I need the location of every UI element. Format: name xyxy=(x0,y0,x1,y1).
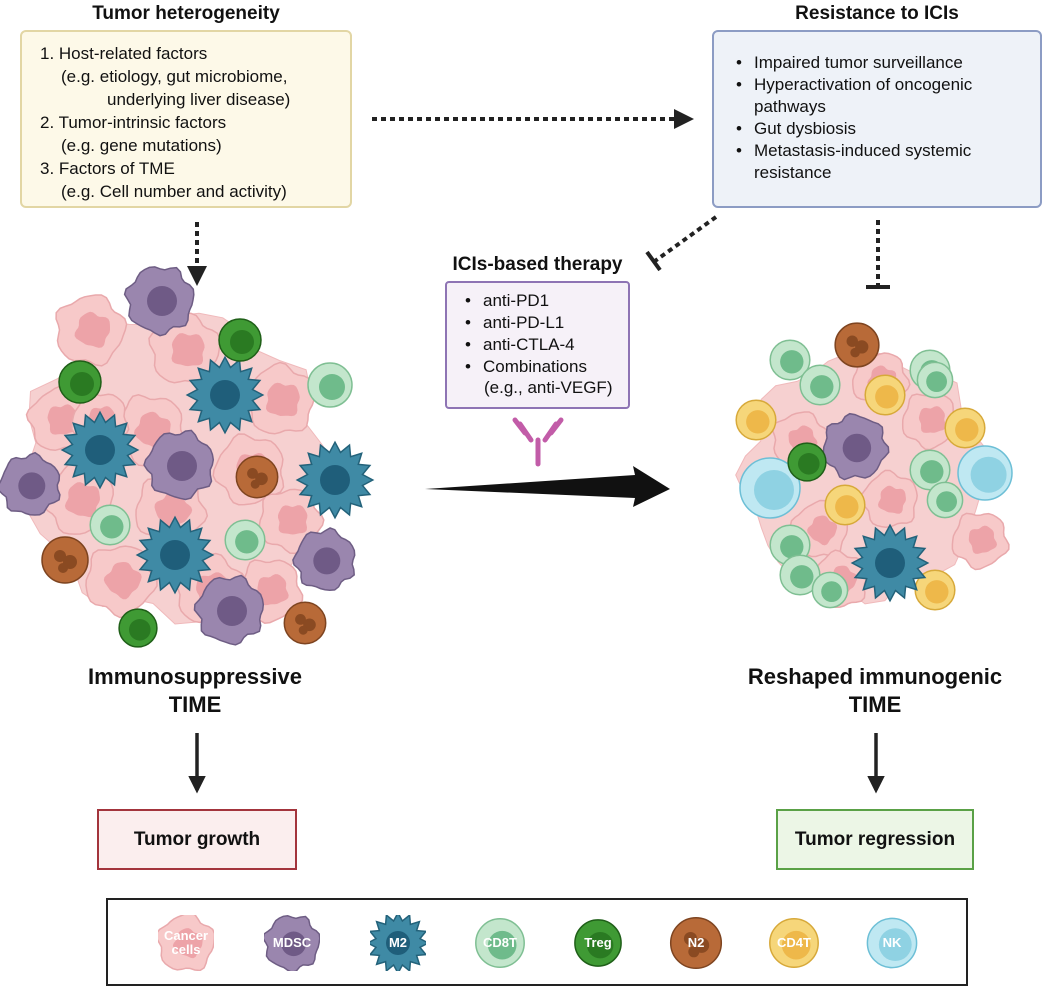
cd8-cell xyxy=(799,364,841,406)
treg-cell xyxy=(787,442,827,482)
nk-cell xyxy=(866,917,918,969)
resistance-heading: Resistance to ICIs xyxy=(795,3,959,24)
mdsc-cell xyxy=(123,266,195,337)
factor-line: (e.g. Cell number and activity) xyxy=(61,182,287,201)
mdsc-cell xyxy=(143,429,215,501)
factor-line: (e.g. etiology, gut microbiome, xyxy=(61,67,288,86)
immunogenic-time-label: Reshaped immunogenic TIME xyxy=(747,664,1003,717)
n2-cell xyxy=(41,536,89,584)
resistance-box: Impaired tumor surveillance Hyperactivat… xyxy=(712,30,1042,208)
mechanism-item: Gut dysbiosis xyxy=(732,118,1032,140)
cancer-cell xyxy=(155,912,216,972)
m2-cell xyxy=(135,515,215,595)
legend-nk: NK xyxy=(864,915,920,971)
legend-m2: M2 xyxy=(366,911,430,975)
mechanism-item: Hyperactivation of oncogenic pathways xyxy=(732,74,1032,118)
n2-neutrophil-icon xyxy=(669,916,723,970)
tumor-growth-box: Tumor growth xyxy=(97,809,297,870)
therapy-note: (e.g., anti-VEGF) xyxy=(484,378,613,397)
legend-treg: Treg xyxy=(570,915,626,971)
mdsc-cell xyxy=(0,451,61,516)
n2-cell xyxy=(834,322,880,368)
treg-cell xyxy=(118,608,158,648)
n2-cell xyxy=(235,455,279,499)
cancer-cell-icon xyxy=(155,912,216,972)
cell-type-legend: Cancer cells MDSC M2 CD8T Treg N2 CD4T N… xyxy=(106,898,968,986)
n2-cell xyxy=(669,916,723,970)
therapy-item: anti-PD1 xyxy=(461,290,631,312)
n2-cell xyxy=(283,601,327,645)
treg-cell-icon xyxy=(574,919,622,967)
treg-cell xyxy=(574,919,622,967)
legend-n2: N2 xyxy=(668,915,724,971)
cancer-cell xyxy=(55,294,128,367)
m2-cell xyxy=(850,523,930,603)
nk-cell xyxy=(957,445,1013,501)
factor-line: 2. Tumor-intrinsic factors xyxy=(40,113,227,132)
tumor-heterogeneity-box xyxy=(20,30,352,208)
therapy-item: anti-PD-L1 xyxy=(461,312,631,334)
tumor-regression-box: Tumor regression xyxy=(776,809,974,870)
m2-cell xyxy=(295,440,375,520)
mdsc-cell xyxy=(193,574,265,646)
factor-line: (e.g. gene mutations) xyxy=(61,136,222,155)
heterogeneity-factor-list: 1. Host-related factors (e.g. etiology, … xyxy=(40,42,290,203)
cd8-cell xyxy=(811,571,849,609)
cd8-cell xyxy=(475,918,525,968)
cd8-cell xyxy=(926,481,964,519)
nk-cell-icon xyxy=(866,917,918,969)
m2-cell xyxy=(185,355,265,435)
tumor-heterogeneity-heading: Tumor heterogeneity xyxy=(92,3,280,24)
cd4-cell xyxy=(769,918,819,968)
cd4-cell xyxy=(735,399,777,441)
nk-cell xyxy=(739,457,801,519)
legend-cancer-cells: Cancer cells xyxy=(155,912,216,972)
legend-mdsc: MDSC xyxy=(262,915,321,974)
inhibition-resistance-to-therapy xyxy=(653,215,718,263)
therapy-item: anti-CTLA-4 xyxy=(461,334,631,356)
mdsc-cell-icon xyxy=(262,915,321,974)
m2-cell xyxy=(60,410,140,490)
cd8-cell xyxy=(224,519,266,561)
factor-line: 1. Host-related factors xyxy=(40,44,208,63)
ici-therapy-box: anti-PD1 anti-PD-L1 anti-CTLA-4 Combinat… xyxy=(445,281,630,409)
cd8-cell xyxy=(89,504,131,546)
immunosuppressive-cell-cluster xyxy=(0,266,375,648)
inhibition-bar xyxy=(645,250,662,272)
cd8-cell xyxy=(909,449,951,491)
treg-cell xyxy=(218,318,262,362)
mechanism-item: Impaired tumor surveillance xyxy=(732,52,1032,74)
cd4-cell xyxy=(944,407,986,449)
therapy-list: anti-PD1 anti-PD-L1 anti-CTLA-4 Combinat… xyxy=(461,290,631,378)
therapy-item: Combinations xyxy=(461,356,631,378)
ici-therapy-heading: ICIs-based therapy xyxy=(452,254,623,275)
factor-line: 3. Factors of TME xyxy=(40,159,175,178)
cancer-cell xyxy=(85,545,158,619)
legend-cd4t: CD4T xyxy=(766,915,822,971)
immunosuppressive-time-label: Immunosuppressive TIME xyxy=(88,664,302,717)
antibody-icon xyxy=(512,417,564,467)
mdsc-cell xyxy=(292,527,356,592)
legend-cd8t: CD8T xyxy=(472,915,528,971)
cd8-cell xyxy=(916,361,954,399)
cd4-cell xyxy=(864,374,906,416)
mechanism-item: Metastasis-induced systemic resistance xyxy=(732,140,1032,184)
factor-line: underlying liver disease) xyxy=(107,90,291,109)
cd8-cell xyxy=(307,362,353,408)
therapy-transition-arrow xyxy=(425,466,670,507)
mdsc-cell xyxy=(822,412,890,481)
cancer-cell xyxy=(951,512,1010,571)
cd4t-cell-icon xyxy=(769,918,819,968)
cd8t-cell-icon xyxy=(475,918,525,968)
resistance-mechanism-list: Impaired tumor surveillance Hyperactivat… xyxy=(732,52,1032,184)
immunogenic-cell-cluster xyxy=(735,322,1013,611)
cd4-cell xyxy=(824,484,866,526)
mdsc-cell xyxy=(262,915,321,974)
cancer-cell xyxy=(901,392,961,451)
cd8-cell xyxy=(769,339,811,381)
treg-cell xyxy=(58,360,102,404)
